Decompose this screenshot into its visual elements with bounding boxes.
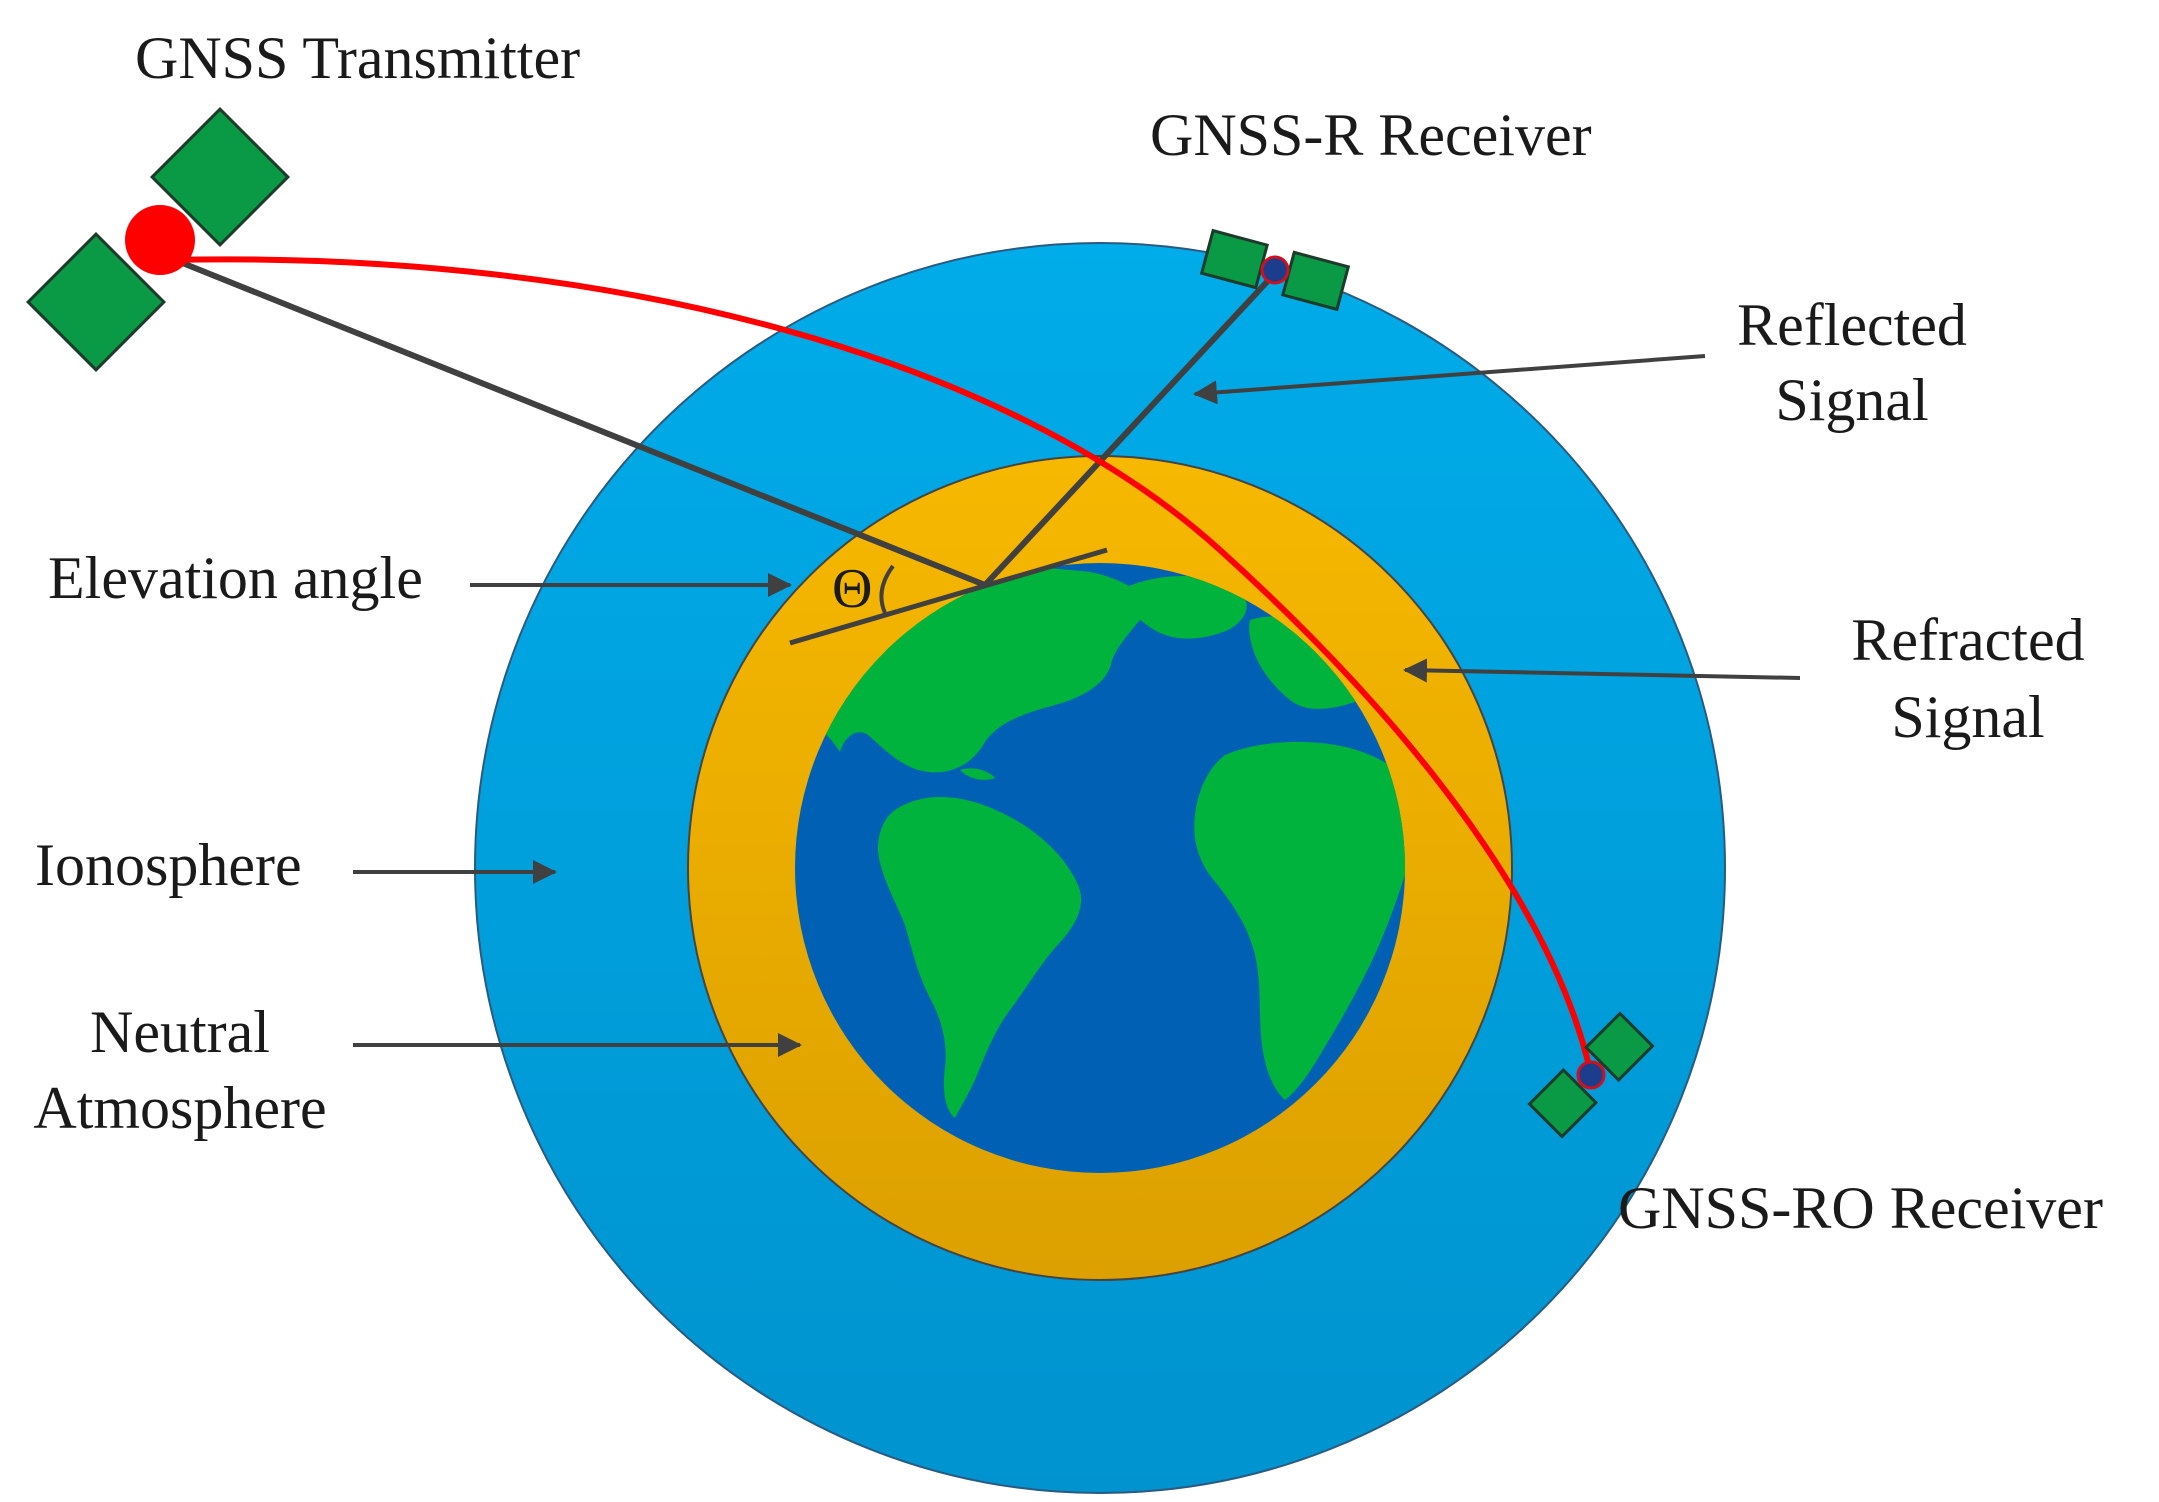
gnss-transmitter-satellite: [25, 106, 291, 373]
caribbean-islands: [960, 768, 995, 780]
receiver-body: [1260, 255, 1290, 285]
africa-landmass: [1194, 741, 1405, 1100]
neutral-atmosphere-label-line2: Atmosphere: [33, 1075, 326, 1141]
incident-signal-line: [178, 259, 987, 588]
refracted-signal-arrow: [1403, 658, 1801, 683]
greenland-landmass: [1120, 575, 1247, 639]
reflected-signal-line: [982, 267, 1281, 588]
reflected-signal-label-line2: Signal: [1775, 367, 1928, 433]
receiver-body: [1576, 1060, 1606, 1090]
gnss-ro-receiver-satellite: [1527, 1011, 1655, 1139]
refracted-signal-label-line1: Refracted: [1851, 607, 2084, 673]
ionosphere-label: Ionosphere: [35, 832, 302, 898]
tangent-line: [789, 547, 1108, 646]
solar-panel-upper: [149, 106, 291, 248]
reflected-signal-label-line1: Reflected: [1737, 292, 1967, 358]
refracted-signal-path: [169, 256, 1593, 1071]
elevation-angle-arc: [879, 564, 895, 614]
refracted-signal-label-line2: Signal: [1891, 684, 2044, 750]
gnss-r-receiver-satellite: [1199, 228, 1351, 312]
solar-panel-upper-right: [1583, 1011, 1655, 1083]
transmitter-body: [125, 205, 195, 275]
gnss-r-receiver-label: GNSS-R Receiver: [1150, 102, 1592, 168]
theta-symbol: Θ: [832, 558, 872, 620]
reflected-signal-arrow: [1193, 354, 1706, 405]
solar-panel-lower-left: [1527, 1067, 1599, 1139]
elevation-angle-label: Elevation angle: [48, 545, 423, 611]
gnss-transmitter-label: GNSS Transmitter: [135, 25, 580, 91]
solar-panel-lower: [25, 231, 167, 373]
gnss-ro-receiver-label: GNSS-RO Receiver: [1618, 1175, 2103, 1241]
south-america-landmass: [878, 797, 1082, 1118]
neutral-atmosphere-label-line1: Neutral: [90, 999, 270, 1065]
